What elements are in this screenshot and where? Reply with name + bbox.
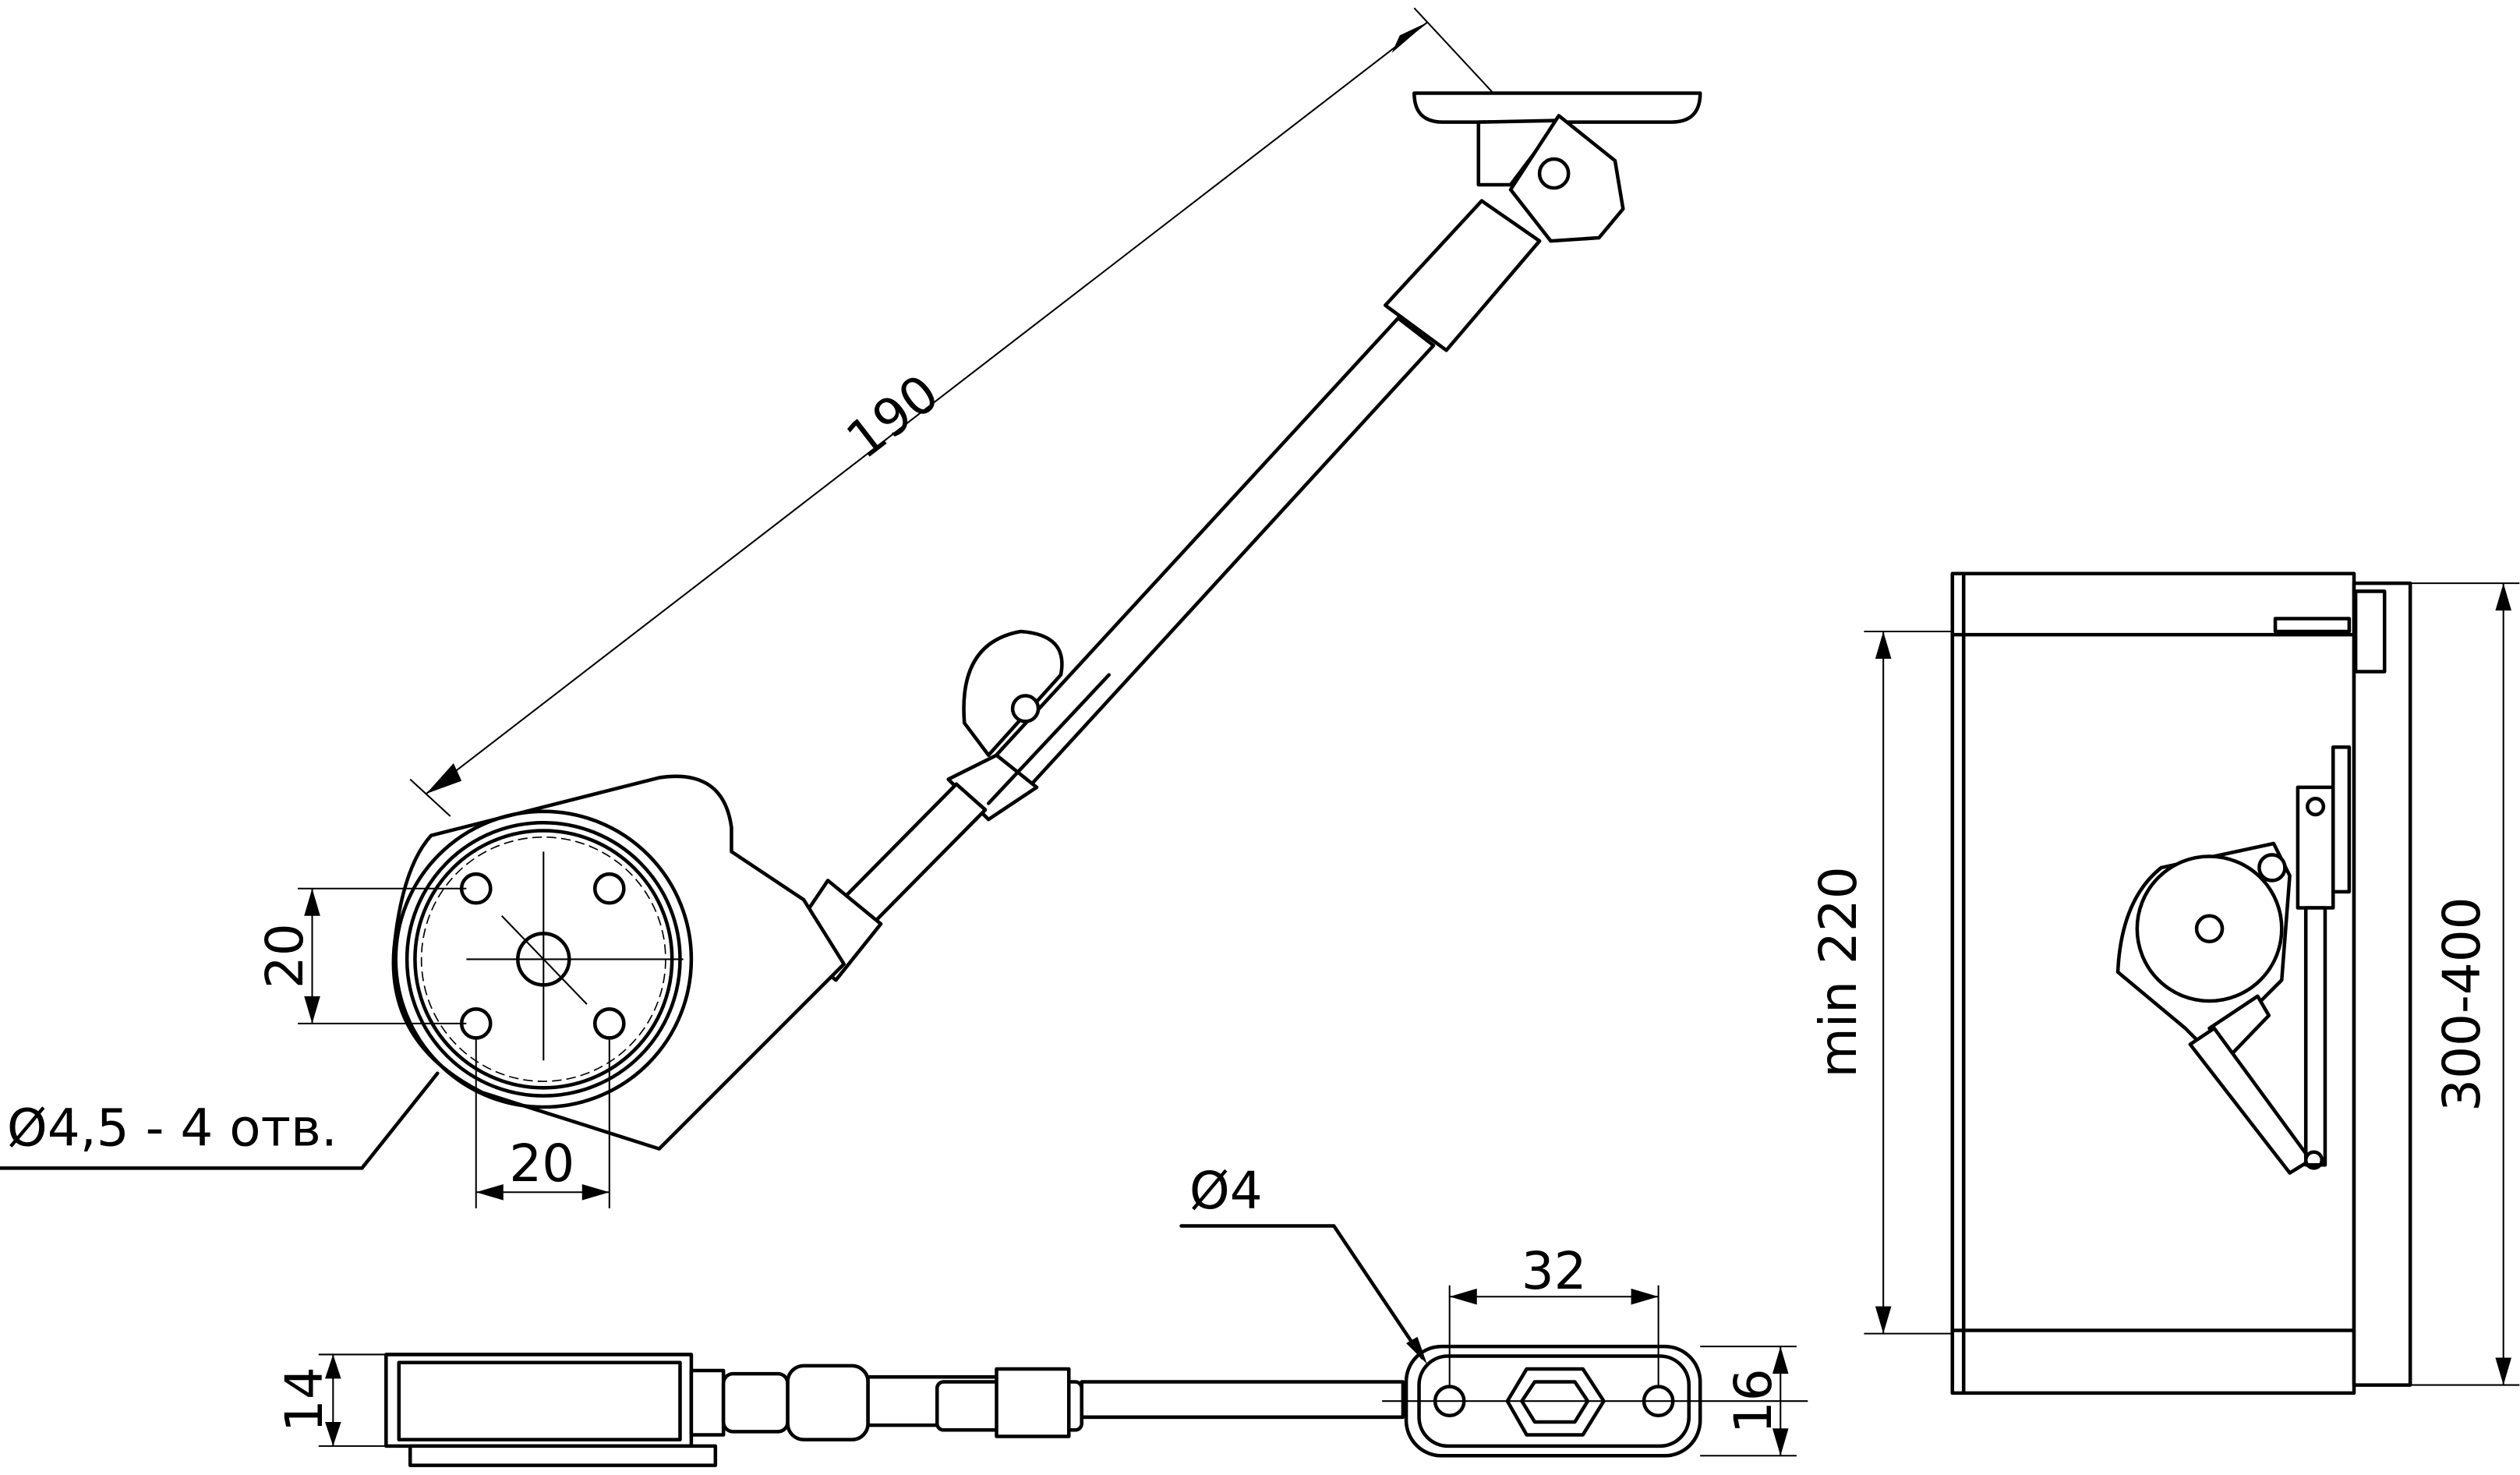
dimension-300-400-label: 300-400: [2432, 897, 2492, 1112]
dimension-20-horizontal: 20: [475, 1036, 610, 1208]
dimension-20-horizontal-label: 20: [509, 1134, 574, 1194]
dimension-16: 16: [1700, 1346, 1797, 1457]
side-mechanism: [2115, 745, 2352, 1175]
dimension-20-vertical-label: 20: [255, 923, 315, 989]
dimension-14: 14: [274, 1353, 387, 1447]
side-view: min 220 300-400: [1808, 571, 2520, 1395]
mounting-holes: [459, 872, 626, 1040]
dimension-32: 32: [1448, 1241, 1659, 1385]
dimension-300-400: 300-400: [2410, 582, 2520, 1386]
dimension-32-label: 32: [1522, 1241, 1587, 1301]
gas-strut: [786, 199, 1542, 982]
housing-bottom: [384, 1353, 726, 1467]
strut-bottom: [721, 1364, 1405, 1441]
pivot-joint: [962, 629, 1064, 757]
dimension-min-220: min 220: [1808, 630, 1953, 1335]
hole-4-label: Ø4: [1189, 1161, 1263, 1221]
hole-note-label: Ø4,5 - 4 отв.: [7, 1098, 338, 1158]
hole-note-leader: Ø4,5 - 4 отв.: [0, 1071, 440, 1170]
mechanism-housing: [391, 774, 846, 1151]
front-view: 190: [0, 7, 1702, 1208]
dimension-16-label: 16: [1723, 1368, 1783, 1434]
dimension-190-label: 190: [836, 363, 950, 471]
top-mount-plate: [1412, 91, 1702, 243]
bottom-view: 14 32 16 Ø4: [274, 1161, 1808, 1467]
dimension-20-vertical: 20: [255, 887, 467, 1024]
door: [2352, 581, 2412, 1387]
dimension-min-220-label: min 220: [1808, 866, 1868, 1077]
dimension-14-label: 14: [274, 1367, 334, 1432]
top-plate-bottom: [1382, 1344, 1808, 1458]
hole-4-leader: Ø4: [1179, 1161, 1427, 1364]
